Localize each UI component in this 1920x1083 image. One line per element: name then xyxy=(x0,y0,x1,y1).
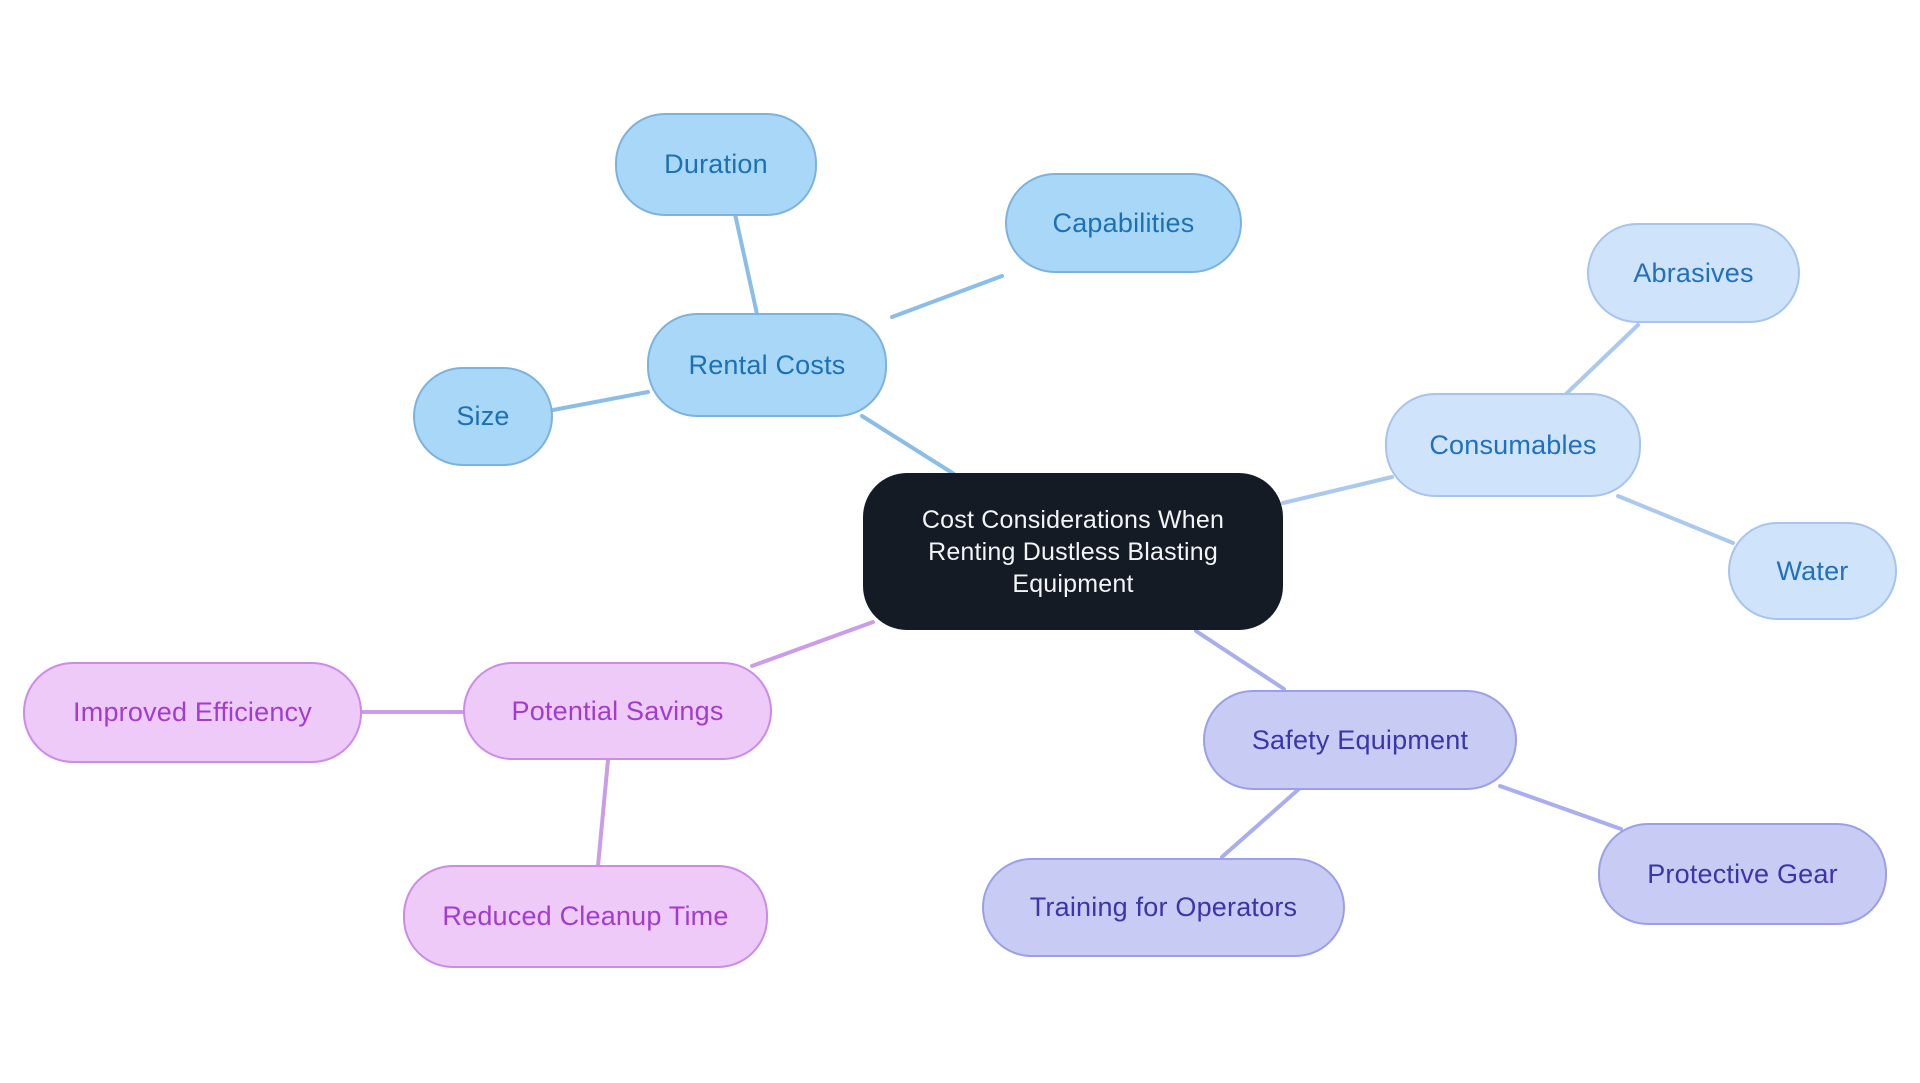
node-reduced-cleanup-time[interactable]: Reduced Cleanup Time xyxy=(403,865,768,968)
edge-central-safety-equipment xyxy=(1194,629,1286,691)
node-size[interactable]: Size xyxy=(413,367,553,466)
edge-capabilities-rental-costs xyxy=(890,274,1004,319)
edge-savings-reduced-cleanup xyxy=(596,758,610,868)
edge-central-potential-savings xyxy=(750,620,875,668)
edge-size-rental-costs xyxy=(551,390,650,412)
node-abrasives[interactable]: Abrasives xyxy=(1587,223,1800,323)
node-improved-efficiency[interactable]: Improved Efficiency xyxy=(23,662,362,763)
node-rental-costs[interactable]: Rental Costs xyxy=(647,313,887,417)
edge-central-consumables xyxy=(1281,475,1394,505)
node-consumables[interactable]: Consumables xyxy=(1385,393,1641,497)
node-training-for-operators[interactable]: Training for Operators xyxy=(982,858,1345,957)
edge-consumables-water xyxy=(1616,494,1735,545)
node-capabilities[interactable]: Capabilities xyxy=(1005,173,1242,273)
edge-safety-protective-gear xyxy=(1498,784,1623,831)
edge-duration-rental-costs xyxy=(733,212,759,316)
edge-rental-costs-central xyxy=(860,414,956,476)
node-safety-equipment[interactable]: Safety Equipment xyxy=(1203,690,1517,790)
node-protective-gear[interactable]: Protective Gear xyxy=(1598,823,1887,925)
node-potential-savings[interactable]: Potential Savings xyxy=(463,662,772,760)
edge-consumables-abrasives xyxy=(1564,323,1640,396)
node-water[interactable]: Water xyxy=(1728,522,1897,620)
node-central-topic[interactable]: Cost Considerations When Renting Dustles… xyxy=(863,473,1283,630)
edge-safety-training xyxy=(1220,786,1302,859)
node-duration[interactable]: Duration xyxy=(615,113,817,216)
